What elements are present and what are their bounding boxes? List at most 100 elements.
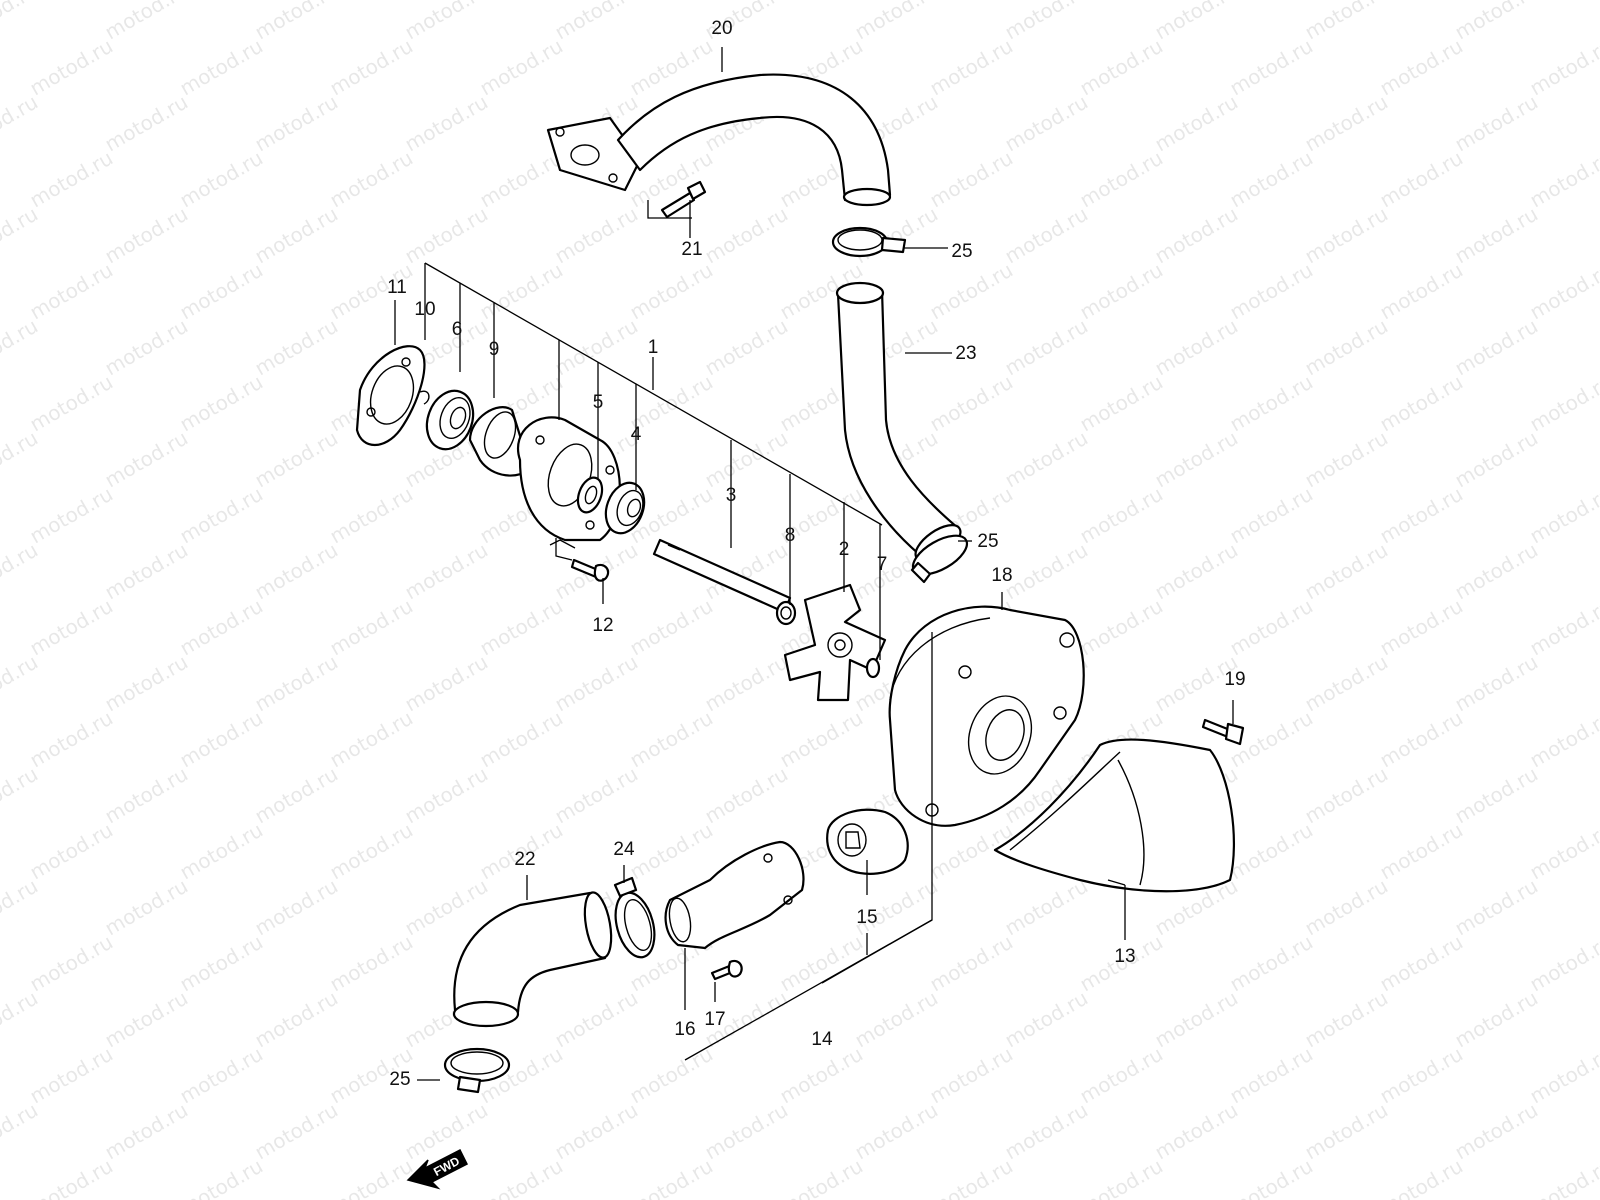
watermark-text: motod.ru — [1526, 146, 1600, 213]
watermark-text: motod.ru — [1226, 930, 1317, 997]
watermark-text: motod.ru — [551, 314, 642, 381]
watermark-text: motod.ru — [701, 1098, 792, 1165]
callout-13: 13 — [1114, 946, 1135, 967]
watermark-text: motod.ru — [1151, 986, 1242, 1053]
watermark-text: motod.ru — [26, 594, 117, 661]
callout-2: 2 — [839, 539, 850, 560]
watermark-text: motod.ru — [926, 1154, 1017, 1200]
watermark-text: motod.ru — [1151, 90, 1242, 157]
watermark-text: motod.ru — [176, 370, 267, 437]
callout-labels: 1 2 3 4 5 6 7 8 9 10 11 12 13 14 15 16 1… — [387, 18, 1245, 1090]
impeller-2 — [783, 583, 887, 702]
watermark-text: motod.ru — [326, 706, 417, 773]
callout-25-lower: 25 — [389, 1069, 410, 1090]
watermark-text: motod.ru — [251, 426, 342, 493]
watermark-text: motod.ru — [176, 34, 267, 101]
watermark-text: motod.ru — [251, 762, 342, 829]
watermark-text: motod.ru — [26, 146, 117, 213]
watermark-text: motod.ru — [26, 258, 117, 325]
washer-7 — [865, 657, 881, 679]
watermark-text: motod.ru — [26, 930, 117, 997]
watermark-text: motod.ru — [0, 986, 42, 1053]
thermostat-15 — [826, 808, 909, 875]
callout-9: 9 — [489, 339, 500, 360]
watermark-text: motod.ru — [1001, 986, 1092, 1053]
watermark-text: motod.ru — [1526, 370, 1600, 437]
mechanical-seal-4 — [604, 481, 646, 535]
watermark-text: motod.ru — [101, 650, 192, 717]
screw-12 — [555, 538, 610, 582]
watermark-text: motod.ru — [1526, 930, 1600, 997]
watermark-text: motod.ru — [401, 650, 492, 717]
watermark-text: motod.ru — [1526, 594, 1600, 661]
watermark-text: motod.ru — [0, 762, 42, 829]
callout-16: 16 — [674, 1019, 695, 1040]
watermark-text: motod.ru — [1526, 706, 1600, 773]
watermark-text: motod.ru — [176, 146, 267, 213]
hose-clamp-lower — [443, 1047, 511, 1094]
callout-6: 6 — [452, 319, 463, 340]
watermark-text: motod.ru — [326, 930, 417, 997]
watermark-text: motod.ru — [1526, 482, 1600, 549]
watermark-text: motod.ru — [776, 706, 867, 773]
watermark-text: motod.ru — [1376, 370, 1467, 437]
watermark-text: motod.ru — [0, 538, 42, 605]
watermark-text: motod.ru — [326, 482, 417, 549]
callout-21: 21 — [681, 239, 702, 260]
watermark-text: motod.ru — [176, 258, 267, 325]
watermark-text: motod.ru — [551, 1098, 642, 1165]
watermark-text: motod.ru — [1451, 986, 1542, 1053]
callout-19: 19 — [1224, 669, 1245, 690]
watermark-text: motod.ru — [101, 1098, 192, 1165]
watermark-text: motod.ru — [101, 314, 192, 381]
watermark-text: motod.ru — [1226, 146, 1317, 213]
watermark-text: motod.ru — [1226, 818, 1317, 885]
callout-8: 8 — [785, 525, 796, 546]
watermark-text: motod.ru — [1451, 874, 1542, 941]
watermark-text: motod.ru — [1376, 1154, 1467, 1200]
watermark-text: motod.ru — [176, 1154, 267, 1200]
watermark-text: motod.ru — [1451, 426, 1542, 493]
watermark-text: motod.ru — [476, 1154, 567, 1200]
watermark-text: motod.ru — [1376, 482, 1467, 549]
watermark-text: motod.ru — [1301, 314, 1392, 381]
callout-24: 24 — [613, 839, 635, 860]
callout-15: 15 — [856, 907, 877, 928]
watermark-text: motod.ru — [551, 650, 642, 717]
watermark-text: motod.ru — [251, 0, 342, 44]
watermark-text: motod.ru — [701, 202, 792, 269]
watermark-text: motod.ru — [401, 538, 492, 605]
watermark-text: motod.ru — [1076, 1042, 1167, 1109]
watermark-text: motod.ru — [0, 314, 42, 381]
callout-18: 18 — [991, 565, 1012, 586]
watermark-text: motod.ru — [1301, 762, 1392, 829]
watermark-text: motod.ru — [176, 1042, 267, 1109]
watermark-text: motod.ru — [851, 0, 942, 44]
watermark-text: motod.ru — [26, 706, 117, 773]
watermark-text: motod.ru — [476, 34, 567, 101]
watermark-text: motod.ru — [251, 650, 342, 717]
watermark-text: motod.ru — [1076, 482, 1167, 549]
watermark-text: motod.ru — [0, 90, 42, 157]
cover-13 — [993, 738, 1236, 893]
watermark-text: motod.ru — [176, 482, 267, 549]
watermark-text: motod.ru — [1076, 146, 1167, 213]
watermark-text: motod.ru — [176, 818, 267, 885]
watermark-text: motod.ru — [776, 1154, 867, 1200]
watermark-text: motod.ru — [176, 594, 267, 661]
watermark-text: motod.ru — [0, 874, 42, 941]
watermark-text: motod.ru — [1001, 874, 1092, 941]
callout-12: 12 — [592, 615, 613, 636]
water-pipe-upper — [546, 73, 892, 207]
watermark-text: motod.ru — [1301, 874, 1392, 941]
bearing-6 — [425, 389, 475, 451]
watermark-text: motod.ru — [251, 1098, 342, 1165]
watermark-text: motod.ru — [1451, 650, 1542, 717]
watermark-text: motod.ru — [1301, 538, 1392, 605]
watermark-text: motod.ru — [1076, 258, 1167, 325]
watermark-text: motod.ru — [626, 1154, 717, 1200]
watermark-text: motod.ru — [1451, 538, 1542, 605]
watermark-text: motod.ru — [1376, 818, 1467, 885]
watermark-text: motod.ru — [476, 146, 567, 213]
watermark-text: motod.ru — [0, 426, 42, 493]
